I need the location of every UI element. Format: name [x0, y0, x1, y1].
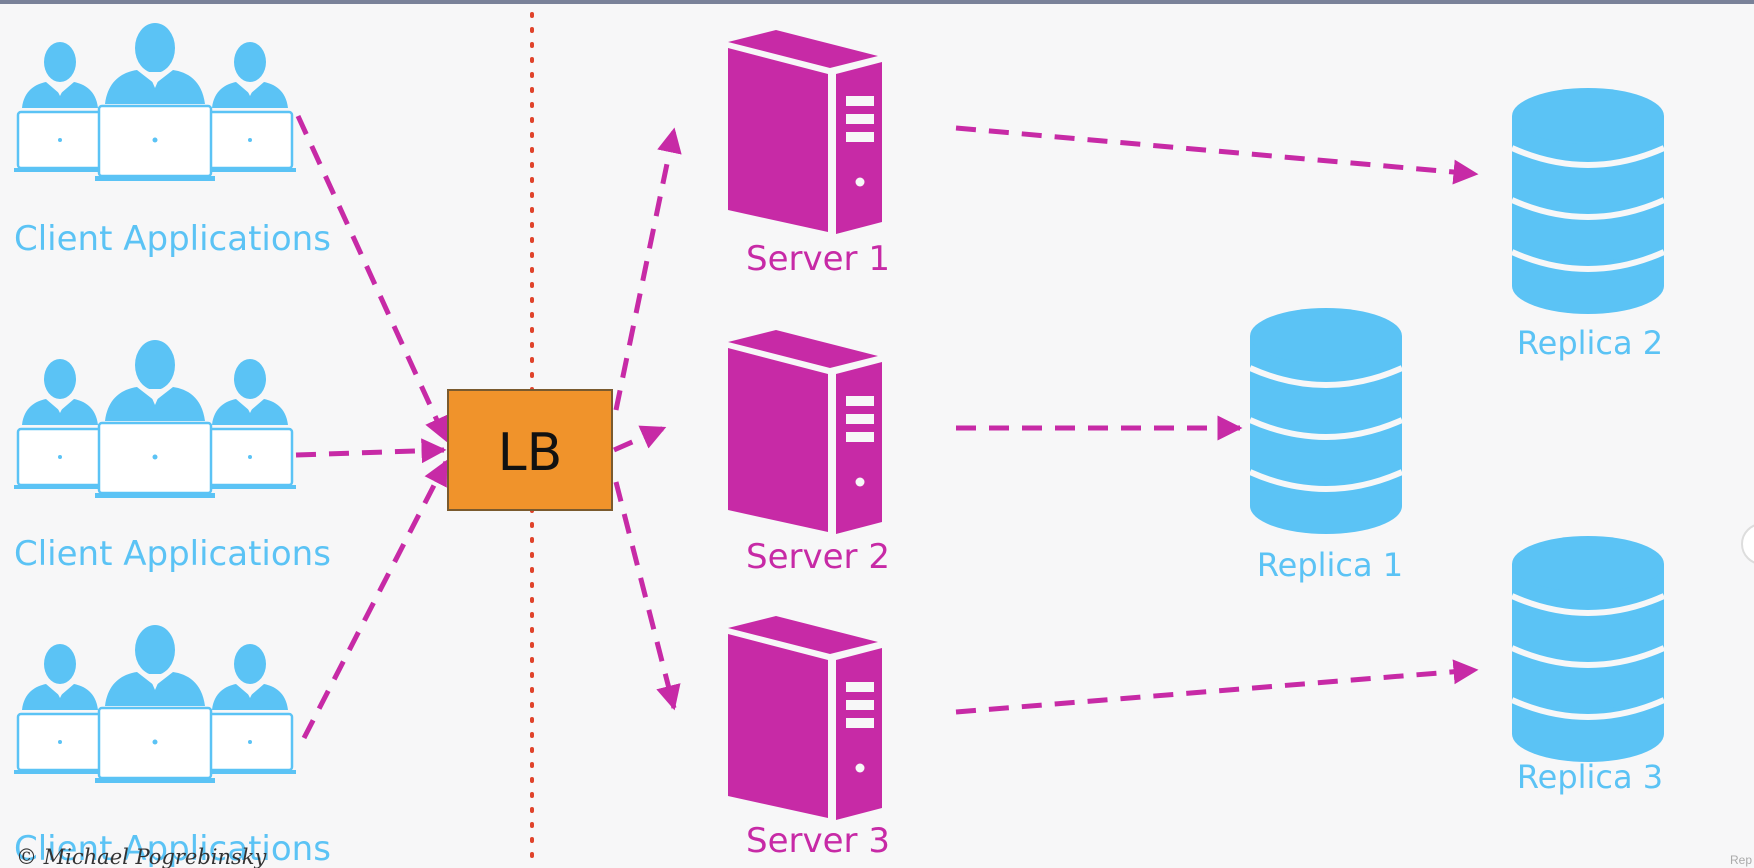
client-group-2: Client Applications: [12, 338, 331, 574]
database-icon: [1512, 88, 1664, 314]
arrow-client2-to-lb: [295, 438, 447, 464]
arrow-lb-to-server2: [612, 425, 667, 453]
server-icon: [728, 30, 882, 234]
replica-1: Replica 1: [1250, 308, 1403, 584]
users-icon: [12, 623, 298, 785]
server-to-replica-arrows: [955, 125, 1479, 715]
server-2-label: Server 2: [746, 537, 890, 577]
lb-to-server-arrows: [612, 127, 682, 711]
server-1-label: Server 1: [746, 239, 890, 279]
client-group-3-label: Client Applications: [14, 829, 331, 868]
top-border: [0, 0, 1754, 4]
server-3-label: Server 3: [746, 821, 890, 861]
copyright-text: © Michael Pogrebinsky: [16, 845, 268, 868]
client-group-3: Client Applications: [12, 623, 331, 868]
load-balancer: LB: [447, 389, 613, 511]
server-2: Server 2: [728, 330, 890, 577]
arrow-server3-to-replica3: [955, 659, 1479, 715]
client-group-2-label: Client Applications: [14, 534, 331, 574]
arrow-client3-to-lb: [301, 459, 449, 740]
client-to-lb-arrows: [295, 114, 449, 740]
users-icon: [12, 338, 298, 500]
users-icon: [12, 21, 298, 183]
server-icon: [728, 330, 882, 534]
database-icon: [1250, 308, 1402, 534]
replica-2: Replica 2: [1512, 88, 1664, 362]
server-1: Server 1: [728, 30, 890, 279]
client-group-1: Client Applications: [12, 21, 331, 259]
client-group-1-label: Client Applications: [14, 219, 331, 259]
replica-1-label: Replica 1: [1257, 546, 1403, 584]
corner-label: Rep: [1730, 853, 1752, 867]
database-icon: [1512, 536, 1664, 762]
server-icon: [728, 616, 882, 820]
arrow-lb-to-server1: [613, 127, 682, 411]
replica-2-label: Replica 2: [1517, 324, 1663, 362]
replica-3: Replica 3: [1512, 536, 1664, 796]
replica-3-label: Replica 3: [1517, 758, 1663, 796]
edge-handle[interactable]: [1741, 524, 1754, 564]
arrow-server1-to-replica2: [955, 125, 1479, 185]
arrow-lb-to-server3: [613, 481, 681, 711]
lb-label: LB: [498, 423, 563, 483]
server-3: Server 3: [728, 616, 890, 861]
lb-box: [447, 389, 613, 511]
arrow-client1-to-lb: [295, 114, 449, 443]
